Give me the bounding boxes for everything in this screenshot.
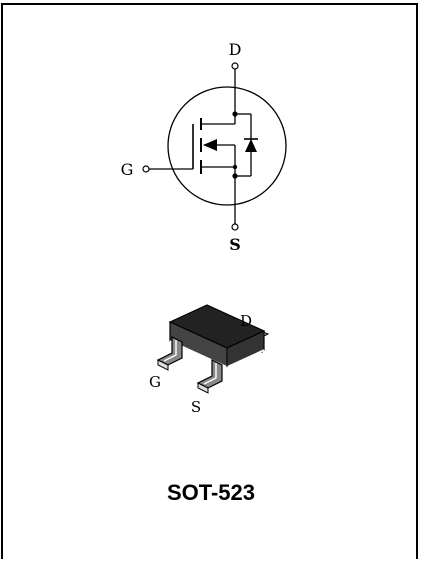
drain-pin-label: D [229, 40, 242, 59]
mosfet-schematic-symbol: D G S [121, 40, 287, 254]
source-lead-tab [196, 359, 223, 394]
gate-lead-tab [156, 336, 183, 371]
gate-lead [142, 124, 194, 173]
symbol-circle [167, 86, 287, 206]
body-diode [244, 114, 258, 176]
gate-pin-label: G [121, 160, 134, 179]
package-name: SOT-523 [166, 480, 256, 505]
package-source-label: S [191, 398, 201, 416]
package-drain-label: D [240, 312, 252, 330]
drain-lead [231, 62, 239, 114]
source-lead [231, 176, 239, 231]
body-arrow [203, 139, 235, 151]
internal-connections [201, 111, 251, 179]
package-gate-label: G [149, 373, 161, 391]
package-drawing: D G S [149, 304, 270, 416]
source-pin-label: S [229, 235, 241, 254]
package-body [168, 304, 266, 368]
panel-border [1, 3, 418, 559]
